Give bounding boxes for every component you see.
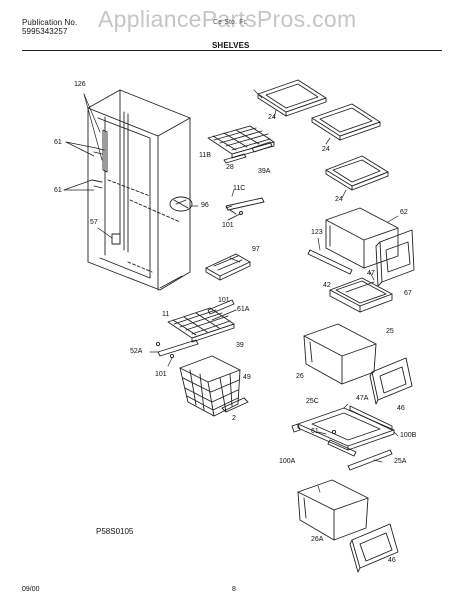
publication-label: Publication No. [22, 18, 78, 27]
leader-lines-right [225, 109, 399, 493]
wire-shelf-11b [207, 125, 275, 164]
footer-date: 09/00 [22, 586, 40, 593]
title-rule [22, 50, 442, 51]
glass-shelf-assembly [291, 405, 395, 471]
callout-24-low: 24 [335, 196, 343, 203]
callout-28: 28 [226, 164, 234, 171]
callout-24-mid: 24 [322, 146, 330, 153]
callout-26: 26 [296, 373, 304, 380]
publication-number: 5995343257 [22, 27, 68, 36]
callout-46-lower: 46 [388, 557, 396, 564]
callout-11c: 11C [233, 185, 246, 192]
leader-lines-left [63, 93, 113, 239]
callout-25: 25 [386, 328, 394, 335]
drawer-front-46-upper [369, 357, 413, 405]
callout-61-upper: 61 [54, 139, 62, 146]
rail-42 [307, 237, 353, 275]
callout-39a: 39A [258, 168, 271, 175]
callout-96: 96 [201, 202, 209, 209]
refrigerator-cabinet [87, 89, 191, 291]
callout-47: 47 [367, 270, 375, 277]
rail-52a [149, 339, 199, 367]
section-title: SHELVES [212, 41, 250, 50]
wire-shelf-11 [167, 307, 235, 343]
callout-25a: 25A [394, 458, 407, 465]
callout-11b: 11B [199, 152, 211, 159]
glass-shelf-24-lower [325, 155, 389, 191]
figure-id: P58S0105 [96, 527, 134, 536]
screw-101-top [227, 211, 243, 221]
callout-97: 97 [252, 246, 260, 253]
callout-49: 49 [243, 374, 251, 381]
callout-47a: 47A [356, 395, 369, 402]
callout-42: 42 [323, 282, 331, 289]
callout-24-top: 24 [268, 114, 276, 121]
footer-page-number: 8 [232, 586, 236, 593]
cover-97 [205, 253, 251, 281]
bracket-detail-96 [169, 196, 199, 212]
callout-101-low: 101 [155, 371, 167, 378]
callout-57: 57 [90, 219, 98, 226]
callout-39: 39 [236, 342, 244, 349]
callout-123: 123 [311, 229, 323, 236]
callout-26a: 26A [311, 536, 324, 543]
bracket-11c [225, 197, 265, 215]
watermark: AppliancePartsPros.com [98, 6, 357, 32]
callout-67: 67 [404, 290, 412, 297]
callout-62: 62 [400, 209, 408, 216]
callout-52a: 52A [130, 348, 143, 355]
crisper-drawer-26a [297, 479, 369, 541]
callout-11: 11 [162, 311, 170, 318]
model-text: Ce Sto. Fc [213, 19, 248, 26]
drawer-front-67 [375, 229, 415, 287]
callout-2: 2 [232, 415, 236, 422]
glass-shelf-24-middle [311, 103, 381, 141]
callout-101-top: 101 [222, 222, 234, 229]
callout-61-lower: 61 [54, 187, 62, 194]
callout-61a: 61A [237, 306, 250, 313]
callout-61-right: 61 [311, 428, 319, 435]
crisper-drawer-26 [303, 323, 377, 385]
crisper-drawer-62 [325, 207, 399, 269]
callout-100a: 100A [279, 458, 296, 465]
callout-126: 126 [74, 81, 86, 88]
handle-2 [221, 397, 249, 413]
callout-46-upper: 46 [397, 405, 405, 412]
shelf-rail-brackets [91, 129, 121, 245]
drawer-front-46-lower [349, 523, 399, 573]
glass-shelf-24-top [253, 79, 327, 117]
callout-101-mid: 101 [218, 297, 230, 304]
crisper-cover-25 [329, 271, 393, 313]
callout-25c: 25C [306, 398, 319, 405]
callout-100b: 100B [400, 432, 417, 439]
wire-basket-49 [179, 355, 241, 417]
